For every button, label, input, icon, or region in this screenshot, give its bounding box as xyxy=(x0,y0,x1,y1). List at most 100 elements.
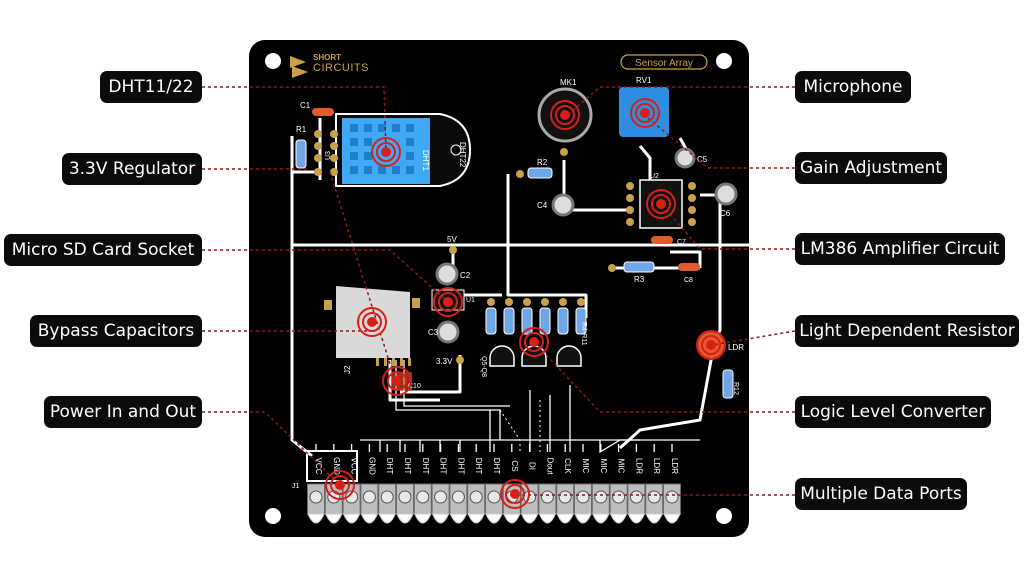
target-marker xyxy=(519,327,549,357)
callout-llc: Logic Level Converter xyxy=(795,396,991,428)
terminal-tab xyxy=(503,513,521,524)
label-c8: C8 xyxy=(684,277,693,284)
brand-line2: CIRCUITS xyxy=(313,62,369,74)
terminal-screw xyxy=(469,490,483,504)
label-mk1: MK1 xyxy=(560,78,577,87)
mounting-hole xyxy=(265,53,281,69)
terminal-tab xyxy=(538,513,557,524)
callout-ldr: Light Dependent Resistor xyxy=(795,315,1019,347)
resistor-r1 xyxy=(295,139,307,169)
terminal-tab xyxy=(307,513,325,524)
cap-c7 xyxy=(651,236,673,244)
terminal-screw xyxy=(309,490,323,504)
cap-c5 xyxy=(674,147,696,169)
terminal-tab xyxy=(520,513,539,524)
label-r4-r11: R4-R11 xyxy=(580,322,587,346)
terminal-tab xyxy=(431,513,450,524)
terminal-screw xyxy=(576,490,590,504)
pin-label: DHT xyxy=(456,458,465,475)
triangle-stack-logo-icon xyxy=(290,56,308,78)
brand-line1: SHORT xyxy=(313,53,341,62)
resistor-r2 xyxy=(527,167,553,179)
target-markers xyxy=(325,98,726,509)
llc-pads xyxy=(487,298,585,306)
terminal-tab xyxy=(378,513,396,524)
mounting-holes xyxy=(265,53,732,524)
pin-label: MIC xyxy=(599,459,608,474)
terminal-tab xyxy=(396,513,414,524)
label-r1: R1 xyxy=(296,125,307,134)
callout-regulator: 3.3V Regulator xyxy=(62,153,202,185)
label-c6: C6 xyxy=(720,209,731,218)
terminal-tab xyxy=(485,513,503,524)
label-q5-q8: Q5-Q8 xyxy=(480,356,487,377)
terminal-tab xyxy=(467,513,485,524)
terminal-tab xyxy=(574,513,592,524)
pin-label: DHT xyxy=(492,458,501,475)
label-3v3: 3.3V xyxy=(436,357,453,366)
resistor-r3 xyxy=(623,261,655,273)
label-j1: J1 xyxy=(292,483,300,490)
target-marker xyxy=(325,470,355,500)
label-c10: C10 xyxy=(408,383,421,390)
callout-power: Power In and Out xyxy=(44,396,202,428)
terminal-screw xyxy=(434,490,448,504)
callout-dht: DHT11/22 xyxy=(100,71,202,103)
terminal-screw xyxy=(647,490,661,504)
label-c7: C7 xyxy=(677,239,686,246)
pin-label: LDR xyxy=(670,458,679,474)
leader-lines xyxy=(202,86,796,496)
label-r12: R12 xyxy=(732,382,739,395)
dht-pads xyxy=(314,130,338,176)
pin-label: DHT xyxy=(403,458,412,475)
terminal-tab xyxy=(627,513,646,524)
pin-label: DI xyxy=(528,462,537,470)
terminal-screw xyxy=(398,490,412,504)
pin-label: GND xyxy=(332,457,341,475)
target-marker xyxy=(630,98,660,128)
mounting-hole xyxy=(716,508,732,524)
label-c4: C4 xyxy=(537,201,548,210)
terminal-screw xyxy=(451,490,465,504)
target-marker xyxy=(371,137,401,167)
callout-microphone: Microphone xyxy=(795,71,911,103)
mounting-hole xyxy=(716,53,732,69)
target-marker xyxy=(550,100,580,130)
cap-c8 xyxy=(678,263,700,271)
label-ldr: LDR xyxy=(728,343,744,352)
dht-sensor xyxy=(335,113,472,187)
label-u1: U1 xyxy=(466,297,475,304)
label-c2: C2 xyxy=(460,271,471,280)
callout-amplifier: LM386 Amplifier Circuit xyxy=(795,233,1005,265)
target-marker xyxy=(382,366,412,396)
terminal-screw xyxy=(665,490,679,504)
terminal-screw xyxy=(594,490,608,504)
terminal-screw xyxy=(380,490,394,504)
label-j2: J2 xyxy=(343,365,352,374)
pin-label: CS xyxy=(510,460,519,471)
terminal-screw xyxy=(629,490,643,504)
target-marker xyxy=(357,307,387,337)
terminal-screw xyxy=(612,490,626,504)
sd-pins xyxy=(376,358,411,366)
cap-c1 xyxy=(312,108,334,116)
terminal-tab xyxy=(663,513,681,524)
pin-label: DHT xyxy=(439,458,448,475)
terminal-tab xyxy=(556,513,574,524)
label-dht22: DHT22 xyxy=(458,142,467,168)
callout-sd-socket: Micro SD Card Socket xyxy=(4,234,202,266)
pin-label: MIC xyxy=(581,459,590,474)
terminal-screw xyxy=(540,490,554,504)
target-marker xyxy=(500,479,530,509)
terminal-tab xyxy=(360,513,379,524)
label-r2: R2 xyxy=(537,158,548,167)
target-marker xyxy=(646,189,676,219)
terminal-tab xyxy=(342,513,361,524)
terminal-tab xyxy=(609,513,628,524)
label-u3: U3 xyxy=(325,151,332,160)
pin-label: DHT xyxy=(385,458,394,475)
pin-label: GND xyxy=(367,457,376,475)
board-label-frame xyxy=(620,54,708,70)
cap-c6 xyxy=(714,182,738,206)
